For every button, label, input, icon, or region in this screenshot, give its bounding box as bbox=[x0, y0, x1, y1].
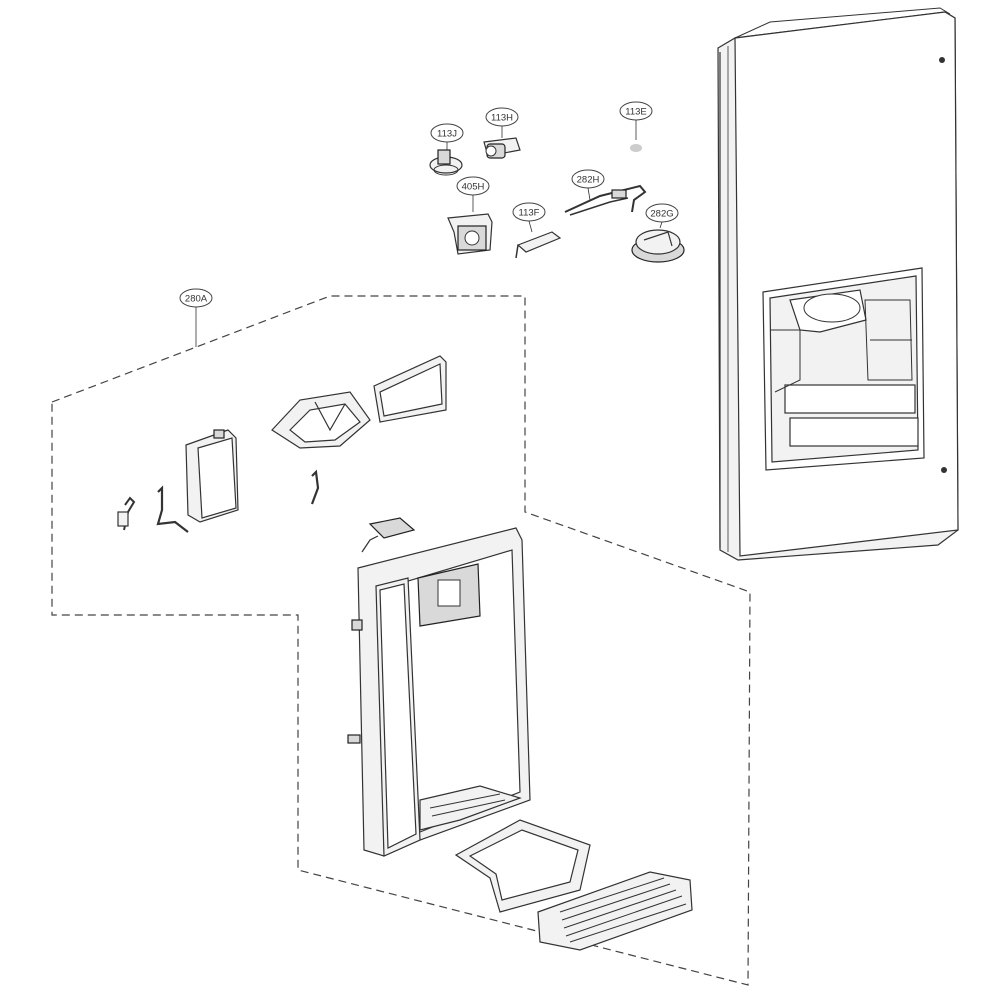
part-113j bbox=[429, 149, 463, 176]
callout-282g: 282G bbox=[645, 203, 679, 229]
part-ice-chute bbox=[271, 391, 371, 449]
callout-label-113j: 113J bbox=[437, 129, 457, 140]
callout-label-113f: 113F bbox=[519, 208, 540, 219]
part-113e bbox=[630, 144, 642, 152]
callout-label-282h: 282H bbox=[577, 175, 600, 186]
callout-282h: 282H bbox=[571, 169, 605, 201]
part-405h bbox=[447, 213, 493, 255]
part-lever-arm bbox=[156, 485, 189, 533]
part-113f bbox=[515, 231, 562, 259]
callout-label-113h: 113H bbox=[491, 113, 513, 124]
part-282g bbox=[631, 229, 685, 263]
part-bent-rod bbox=[310, 469, 320, 505]
part-small-board bbox=[361, 517, 416, 553]
refrigerator-door-panel bbox=[717, 7, 959, 561]
callout-113e: 113E bbox=[619, 101, 653, 140]
callout-280a: 280A bbox=[179, 288, 213, 347]
part-small-clip bbox=[117, 496, 136, 531]
part-113h bbox=[483, 137, 521, 159]
part-dispenser-flap bbox=[373, 355, 447, 423]
callout-113h: 113H bbox=[485, 107, 519, 138]
assembly-280a-boundary bbox=[51, 295, 751, 986]
callout-113j: 113J bbox=[430, 123, 464, 158]
part-drip-tray-frame bbox=[454, 819, 591, 913]
part-side-cover bbox=[185, 429, 239, 523]
door-dispenser-recess bbox=[762, 267, 925, 471]
part-drip-tray-grille bbox=[537, 871, 693, 951]
part-282h bbox=[564, 184, 647, 216]
callout-113f: 113F bbox=[512, 202, 546, 233]
callout-label-282g: 282G bbox=[650, 209, 673, 220]
callout-label-280a: 280A bbox=[185, 294, 208, 305]
callout-label-113e: 113E bbox=[625, 107, 646, 118]
part-dispenser-housing bbox=[347, 527, 531, 857]
callout-405h: 405H bbox=[456, 176, 490, 212]
callout-label-405h: 405H bbox=[462, 182, 485, 193]
